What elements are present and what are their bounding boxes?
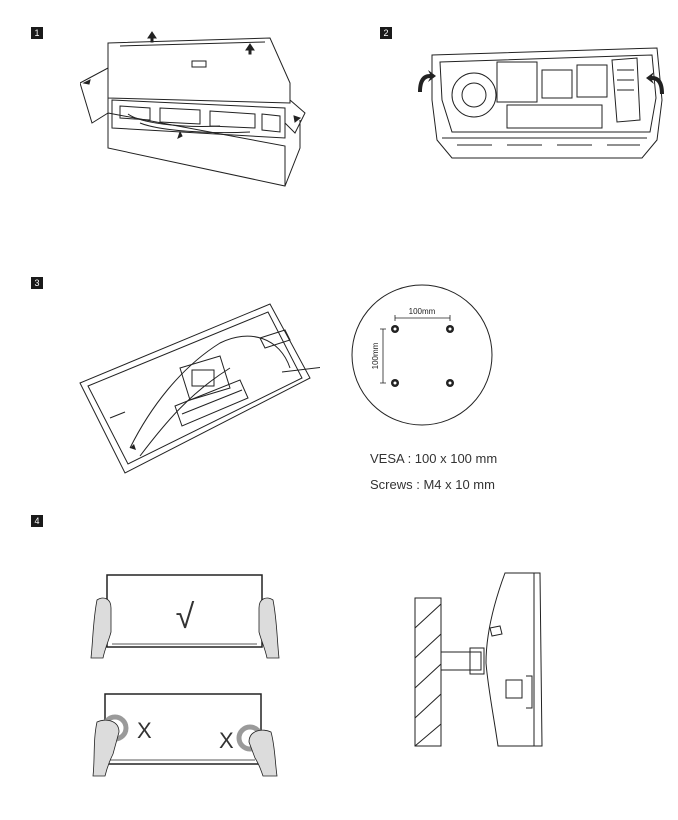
- right-hand-icon: [258, 597, 280, 659]
- step-1-badge: 1: [31, 27, 43, 39]
- step-2-badge: 2: [380, 27, 392, 39]
- step-4-badge: 4: [31, 515, 43, 527]
- foam-tray-illustration: [418, 47, 664, 159]
- wall-mount-side-illustration: [414, 572, 543, 747]
- monitor-side: [485, 572, 543, 747]
- correct-mark: √: [176, 598, 195, 636]
- vesa-vertical-label: 100mm: [371, 342, 380, 369]
- open-box-illustration: [80, 31, 306, 187]
- vesa-horizontal-label: 100mm: [409, 307, 436, 316]
- wrong-hold-illustration: X X: [92, 693, 278, 777]
- vesa-dimension-lines: [380, 315, 451, 384]
- left-hand-icon: [90, 597, 112, 659]
- correct-hold-illustration: √: [90, 574, 280, 659]
- step-3-badge: 3: [31, 277, 43, 289]
- screw-spec-text: Screws : M4 x 10 mm: [370, 477, 495, 492]
- mount-arm: [440, 647, 485, 675]
- wrong-mark-right: X: [219, 728, 234, 753]
- wrong-mark-left: X: [137, 718, 152, 743]
- monitor-back-illustration: [79, 303, 320, 474]
- wall-section: [414, 597, 442, 747]
- vesa-spec-text: VESA : 100 x 100 mm: [370, 451, 498, 466]
- vesa-detail-callout: 100mm 100mm: [351, 284, 493, 426]
